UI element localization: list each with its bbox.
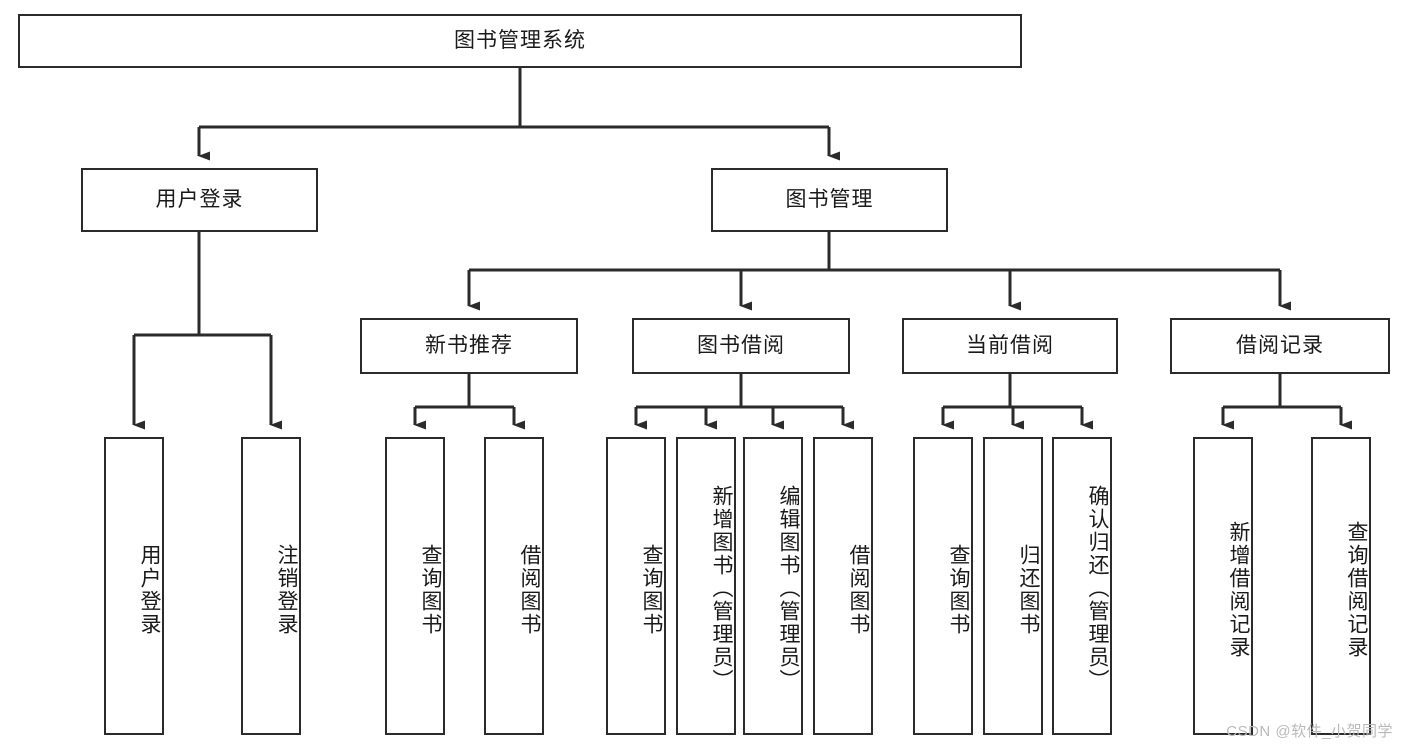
leaf-logout[interactable]: 注销登录: [241, 437, 301, 735]
node-root-system[interactable]: 图书管理系统: [18, 14, 1022, 68]
node-borrow-record[interactable]: 借阅记录: [1170, 318, 1390, 374]
leaf-add-book-admin[interactable]: 新增图书（管理员）: [676, 437, 736, 735]
leaf-confirm-return-admin[interactable]: 确认归还（管理员）: [1052, 437, 1112, 735]
connector-user-login-to-leaves: [132, 232, 282, 430]
node-user-login[interactable]: 用户登录: [81, 168, 318, 232]
leaf-query-book-recommendation[interactable]: 查询图书: [385, 437, 445, 735]
leaf-return-book[interactable]: 归还图书: [983, 437, 1043, 735]
connector-root-to-level2: [197, 68, 840, 161]
connector-book-mgmt-to-level3: [467, 232, 1291, 311]
leaf-query-book-borrow[interactable]: 查询图书: [606, 437, 666, 735]
node-current-borrow[interactable]: 当前借阅: [902, 318, 1118, 374]
connector-new-book-rec-to-leaves: [413, 374, 525, 430]
connector-borrow-record-to-leaves: [1221, 374, 1352, 430]
leaf-add-borrow-record[interactable]: 新增借阅记录: [1193, 437, 1253, 735]
connector-book-borrow-to-leaves: [634, 374, 854, 430]
leaf-edit-book-admin[interactable]: 编辑图书（管理员）: [743, 437, 803, 735]
leaf-query-borrow-record[interactable]: 查询借阅记录: [1311, 437, 1371, 735]
leaf-user-login[interactable]: 用户登录: [104, 437, 164, 735]
leaf-borrow-book[interactable]: 借阅图书: [813, 437, 873, 735]
node-book-management[interactable]: 图书管理: [711, 168, 948, 232]
leaf-borrow-book-recommendation[interactable]: 借阅图书: [484, 437, 544, 735]
connector-current-borrow-to-leaves: [941, 374, 1093, 430]
node-new-book-recommendation[interactable]: 新书推荐: [360, 318, 578, 374]
node-book-borrow[interactable]: 图书借阅: [632, 318, 850, 374]
leaf-query-book-current[interactable]: 查询图书: [913, 437, 973, 735]
